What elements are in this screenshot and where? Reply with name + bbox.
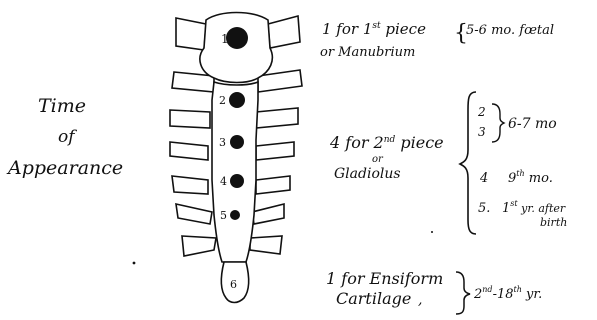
label-line-appearance: Appearance [6, 157, 123, 179]
gladiolus-brace [460, 92, 476, 234]
ink-speck [431, 231, 433, 233]
label-line-time: Time [38, 95, 86, 117]
cartilage-right-7 [250, 236, 282, 254]
gladiolus-annotation: 4 for 2nd piece or Gladiolus 2 3 6-7 mo … [329, 92, 567, 234]
ensiform-comma: , [418, 292, 422, 308]
centre-dot-4 [230, 174, 244, 188]
manubrium-annotation: 1 for 1st piece { 5-6 mo. fœtal or Manub… [320, 20, 554, 60]
item-num-2: 2 [477, 105, 486, 119]
cartilage-left-6 [176, 204, 212, 224]
manubrium-time: 5-6 mo. fœtal [466, 23, 554, 38]
item-time-5: 1st yr. after [502, 199, 566, 216]
centre-dot-5 [230, 210, 240, 220]
ink-speck [133, 262, 136, 265]
cartilage-right-5 [256, 176, 290, 194]
label-line-of: of [58, 127, 77, 147]
ensiform-brace [456, 272, 470, 314]
centre-number-1: 1 [221, 32, 229, 46]
cartilage-right-1 [268, 16, 300, 48]
centre-number-5: 5 [220, 209, 227, 222]
gladiolus-name: Gladiolus [334, 166, 401, 182]
centre-number-2: 2 [219, 94, 226, 107]
cartilage-left-4 [170, 142, 208, 160]
manubrium-name: or Manubrium [320, 45, 415, 60]
cartilage-left-3 [170, 110, 210, 128]
item-num-4: 4 [479, 171, 488, 186]
cartilage-right-6 [252, 204, 284, 224]
centre-dot-3 [230, 135, 244, 149]
cartilage-left-5 [172, 176, 208, 194]
manubrium-line1: 1 for 1st piece [322, 20, 426, 38]
cartilage-left-1 [176, 18, 206, 50]
centre-number-3: 3 [219, 136, 226, 149]
centre-number-6: 6 [230, 278, 237, 291]
ensiform-line2: Cartilage [336, 289, 411, 308]
centre-dot-1 [226, 27, 248, 49]
cartilage-left-7 [182, 236, 216, 256]
pair-brace [492, 104, 504, 142]
ensiform-annotation: 1 for Ensiform Cartilage , 2nd-18th yr. [326, 269, 542, 314]
gladiolus-or: or [372, 154, 384, 165]
sternum-drawing [170, 13, 302, 303]
centre-number-4: 4 [220, 175, 227, 188]
gladiolus-shape [212, 82, 258, 262]
cartilage-right-3 [256, 108, 298, 128]
item-time-4: 9th mo. [508, 169, 553, 186]
centre-dot-2 [229, 92, 245, 108]
time-of-appearance-label: Time of Appearance [6, 95, 123, 179]
cartilage-right-4 [256, 142, 294, 160]
gladiolus-line1: 4 for 2nd piece [329, 133, 444, 152]
item-num-5: 5. [478, 201, 490, 216]
item-num-3: 3 [478, 125, 486, 139]
pair-time: 6-7 mo [508, 116, 557, 132]
ensiform-time: 2nd-18th yr. [473, 285, 542, 302]
item-time-5-birth: birth [540, 216, 567, 229]
ensiform-line1: 1 for Ensiform [326, 269, 443, 288]
